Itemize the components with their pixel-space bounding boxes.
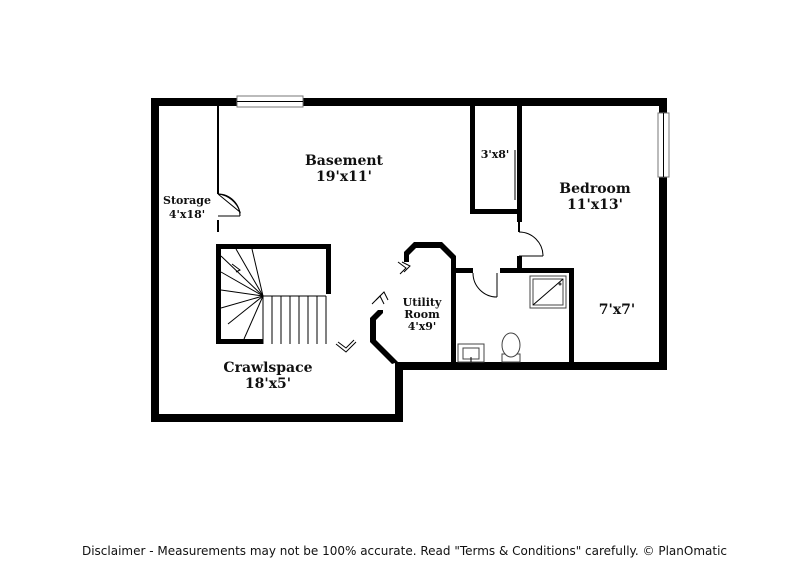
bedroom-door [517,222,544,270]
stairs [220,248,327,344]
top-window [236,95,304,108]
utility-doors [371,261,411,305]
storage-label: Storage [163,194,211,207]
stair-enclosure [216,244,331,344]
crawlspace-dimensions: 18'x5' [245,376,291,392]
storage-wall [217,106,241,232]
right-window [657,112,670,178]
shower-icon [529,275,567,309]
storage-dimensions: 4'x18' [169,208,205,221]
utility-room-label-line1: Utility [403,296,442,309]
disclaimer-text: Disclaimer - Measurements may not be 100… [81,544,728,558]
bath-walls [451,268,574,368]
crawlspace-label: Crawlspace [223,360,312,376]
basement-dimensions: 19'x11' [316,169,372,185]
utility-room-label-line2: Room [404,308,440,321]
toilet-icon [501,332,521,363]
closet-dimensions: 3'x8' [481,148,510,161]
sink-icon [457,343,485,363]
bedroom-label: Bedroom [559,181,631,197]
bath-dimensions: 7'x7' [599,302,635,318]
basement-label: Basement [305,153,384,169]
utility-walls [370,242,456,364]
closet-walls [470,106,522,222]
utility-room-dimensions: 4'x9' [408,320,437,333]
outer-walls [151,98,667,422]
bedroom-dimensions: 11'x13' [567,197,623,213]
crawlspace-door [335,339,357,353]
